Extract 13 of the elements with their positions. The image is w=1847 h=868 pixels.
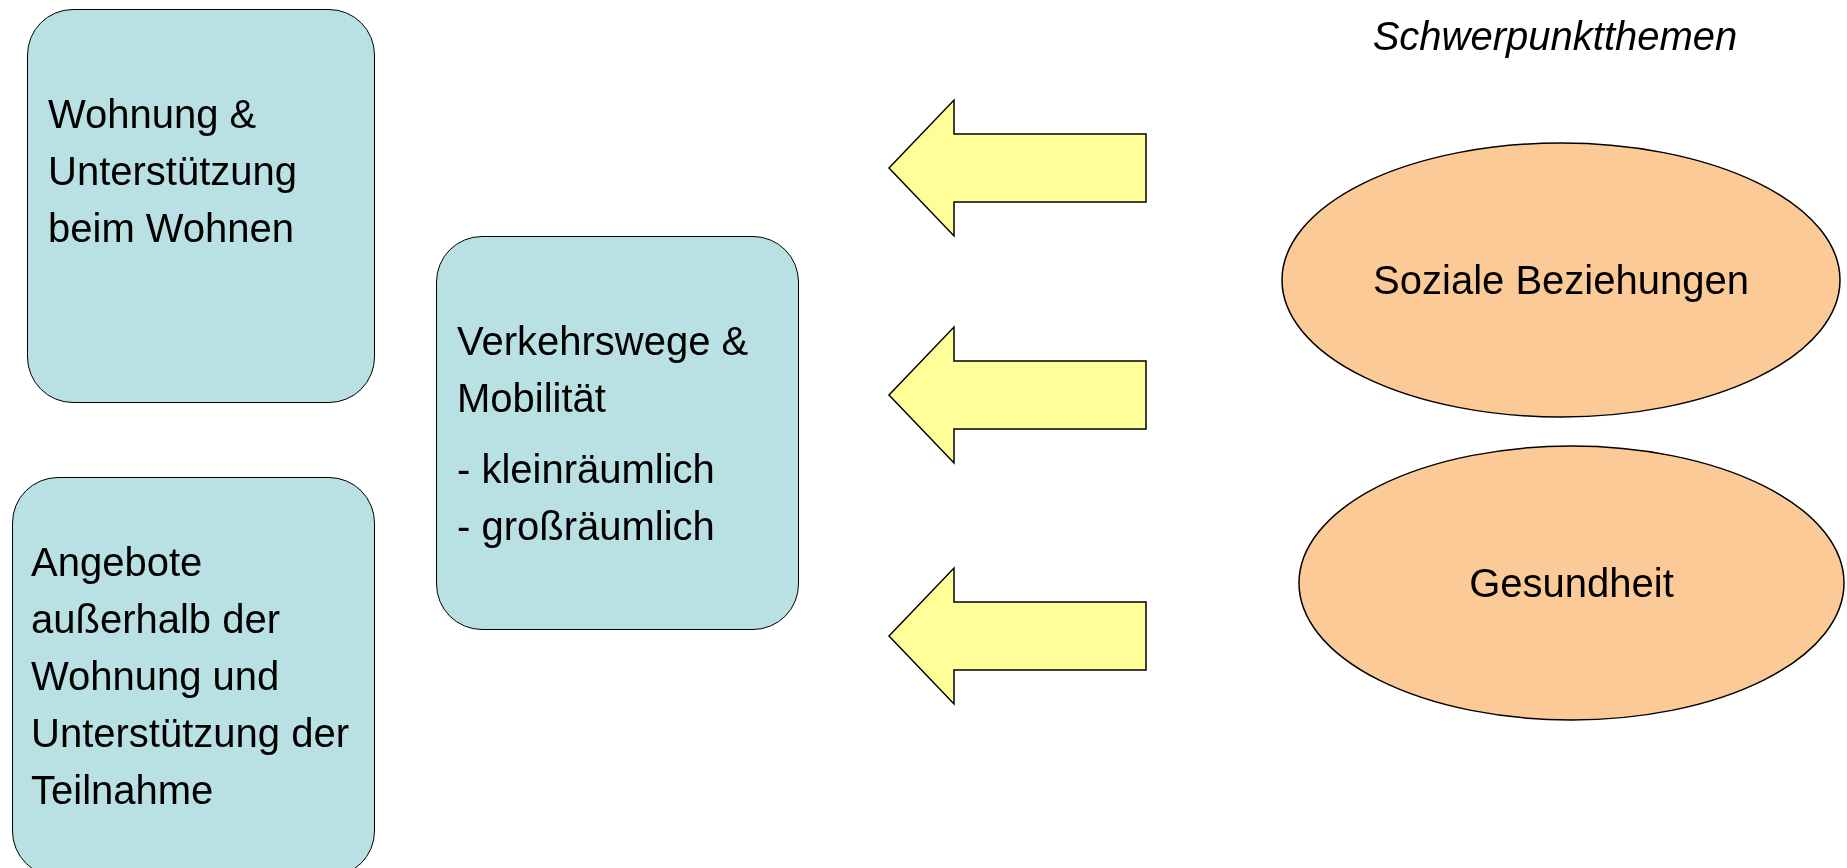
node-text: - großräumlich xyxy=(457,503,716,550)
node-text: Wohnung & Unterstützung beim Wohnen xyxy=(48,91,299,252)
node-text: Verkehrswege & Mobilität xyxy=(457,318,750,422)
topic-ellipse xyxy=(1298,445,1845,721)
rounded-box xyxy=(436,236,799,630)
heading: Schwerpunktthemen xyxy=(1371,13,1739,60)
node-text: Angebote außerhalb der Wohnung und Unterstützung der Teilnahme xyxy=(31,539,350,814)
rounded-box xyxy=(27,9,375,403)
rounded-box xyxy=(12,477,375,868)
node-text: Soziale Beziehungen xyxy=(1373,256,1749,304)
node-text: - kleinräumlich xyxy=(457,446,716,493)
node-text: Gesundheit xyxy=(1469,559,1674,607)
topic-ellipse xyxy=(1281,142,1841,418)
